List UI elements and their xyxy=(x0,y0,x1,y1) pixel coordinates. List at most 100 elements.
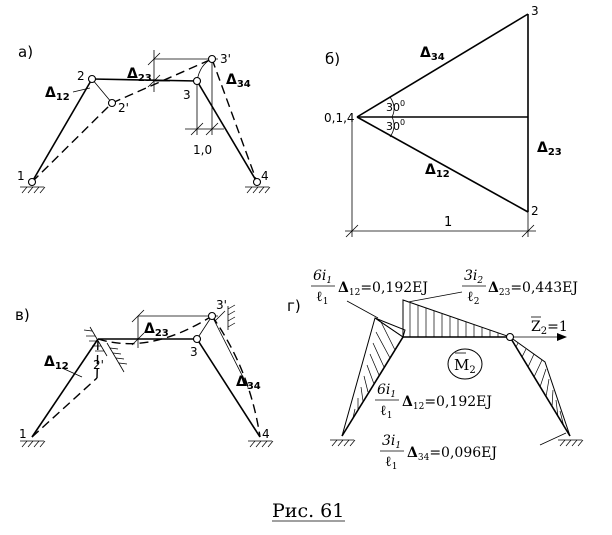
tick xyxy=(131,309,145,323)
member-1-2 xyxy=(31,78,93,183)
delta-34-label: Δ34 xyxy=(420,45,445,63)
e2-numerator: 3i2 xyxy=(464,268,483,286)
panel-g: г) xyxy=(287,268,584,472)
e3-denominator: ℓ1 xyxy=(380,403,392,421)
angle-arc-bottom xyxy=(389,116,395,138)
arc-2-2p xyxy=(91,78,113,104)
delta-34-label: Δ34 xyxy=(226,72,251,90)
joint-3 xyxy=(505,332,515,342)
moment-beam xyxy=(402,299,511,338)
tick xyxy=(345,224,359,238)
ray-delta-12 xyxy=(356,116,529,213)
joint-3 xyxy=(192,76,202,86)
panel-a: а) xyxy=(17,43,271,194)
m2-circle xyxy=(447,348,483,380)
ray-delta-34 xyxy=(356,13,529,118)
node-3-label: 3 xyxy=(183,88,191,102)
e4-numerator: 3i1 xyxy=(382,433,401,451)
delta-12-label: Δ12 xyxy=(425,162,450,180)
support-1 xyxy=(330,439,356,447)
joint-3p xyxy=(207,54,217,64)
member-2-3 xyxy=(91,78,198,82)
m2-label: M2 xyxy=(454,356,476,376)
e1-leader xyxy=(346,300,379,319)
node-1-label: 1 xyxy=(19,427,27,441)
angle-top-label: 300 xyxy=(386,99,405,114)
moment-beam-hatch xyxy=(409,303,499,337)
origin-label: 0,1,4 xyxy=(324,111,355,125)
displaced-1-2p xyxy=(31,377,98,438)
panel-b: б) 3 2 0,1,4 Δ34 Δ23 Δ12 300 300 1 xyxy=(324,4,562,238)
joint-4 xyxy=(252,177,262,187)
delta-23-label: Δ23 xyxy=(127,66,152,84)
support-1 xyxy=(20,186,46,194)
delta-12-label: Δ12 xyxy=(44,354,69,372)
e4-leader xyxy=(539,432,567,446)
joint-2p xyxy=(107,98,117,108)
panel-b-label: б) xyxy=(325,50,340,68)
expr-bottom: 3i1 ℓ1 Δ34=0,096EJ xyxy=(380,432,567,472)
support-4 xyxy=(248,440,274,448)
moment-left-outline xyxy=(341,317,404,437)
angle-bottom-label: 300 xyxy=(386,118,405,133)
e2-leader xyxy=(407,291,463,303)
displaced-1-2p xyxy=(31,102,113,183)
node-2p-label: 2' xyxy=(118,101,129,115)
leader-34 xyxy=(211,315,249,388)
tick xyxy=(131,332,145,346)
node-3-label: 3 xyxy=(190,345,198,359)
joint-2 xyxy=(87,74,97,84)
delta-34-label: Δ34 xyxy=(236,374,261,392)
leader-d12 xyxy=(72,87,91,93)
expr-left-top: 6i1 ℓ1 Δ12=0,192EJ xyxy=(311,268,428,319)
e3-value: Δ12=0,192EJ xyxy=(402,394,492,412)
node-4-label: 4 xyxy=(262,427,270,441)
moment-right-hatch xyxy=(515,342,565,428)
displaced-2-2p xyxy=(96,338,99,379)
tick xyxy=(205,122,219,136)
angle-arc-top xyxy=(389,96,395,118)
link-3-3p xyxy=(196,315,213,340)
dimension-label: 1,0 xyxy=(193,143,212,157)
delta-23-label: Δ23 xyxy=(537,140,562,158)
panel-a-label: а) xyxy=(18,43,33,61)
e2-denominator: ℓ2 xyxy=(467,289,479,307)
displaced-2p-3p xyxy=(111,58,213,104)
node-4-label: 4 xyxy=(261,169,269,183)
member-1-2 xyxy=(31,338,99,438)
delta-12-label: Δ12 xyxy=(45,85,70,103)
e2-value: Δ23=0,443EJ xyxy=(488,280,578,298)
support-4 xyxy=(558,439,584,447)
tick xyxy=(147,52,161,66)
tick xyxy=(214,310,226,322)
support-1 xyxy=(20,440,46,448)
panel-v: в) xyxy=(15,298,274,448)
joint-2-clamp xyxy=(83,326,128,373)
delta-23-label: Δ23 xyxy=(144,321,169,339)
panel-v-label: в) xyxy=(15,306,30,324)
leader-12 xyxy=(61,367,83,378)
e1-denominator: ℓ1 xyxy=(316,289,328,307)
tick xyxy=(147,74,161,88)
base-length-label: 1 xyxy=(444,215,452,230)
z2-label: Z2=1 xyxy=(531,319,568,337)
z2-arrowhead xyxy=(557,333,567,341)
tick xyxy=(190,122,204,136)
tick xyxy=(521,224,535,238)
node-2p-label: 2' xyxy=(93,358,104,372)
figure-caption: Рис. 61 xyxy=(272,500,344,522)
joint-3 xyxy=(192,334,202,344)
joint-3p xyxy=(207,311,217,321)
member-3-4 xyxy=(196,80,258,183)
moment-right-outline xyxy=(509,336,571,437)
e3-numerator: 6i1 xyxy=(377,382,396,400)
member-3-4 xyxy=(196,338,261,438)
displaced-beam xyxy=(97,315,213,345)
displaced-3p-4 xyxy=(211,58,258,183)
moment-left-hatch xyxy=(352,321,396,419)
displaced-3p-4 xyxy=(211,315,261,438)
point-2-label: 2 xyxy=(531,204,539,218)
joint-1 xyxy=(27,177,37,187)
panel-g-label: г) xyxy=(287,297,301,315)
e4-value: Δ34=0,096EJ xyxy=(407,445,497,463)
